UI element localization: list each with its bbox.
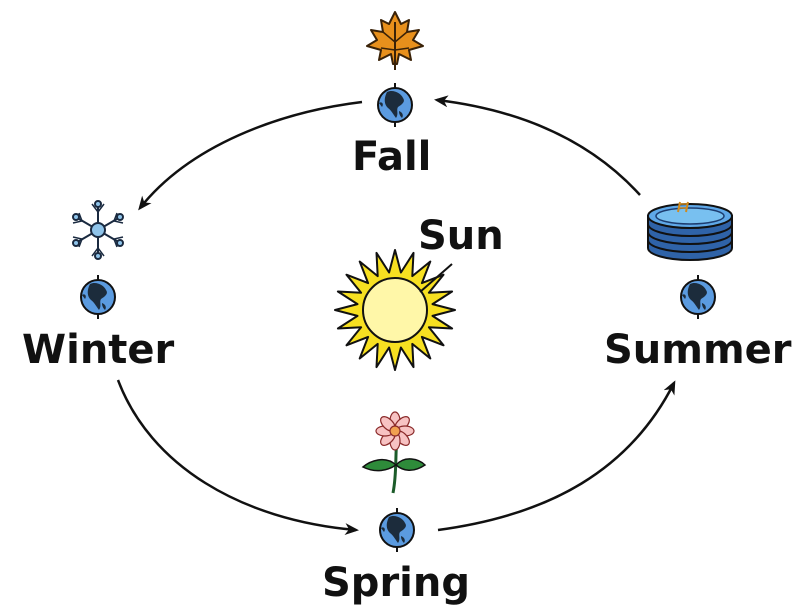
sun-icon — [335, 250, 455, 370]
arrow-summer-to-fall — [437, 100, 640, 195]
arrow-fall-to-winter — [140, 102, 362, 208]
snowflake-icon — [73, 201, 123, 259]
arrow-winter-to-spring — [118, 380, 356, 530]
earth-winter-icon — [81, 275, 115, 319]
earth-spring-icon — [380, 508, 414, 552]
label-sun: Sun — [418, 216, 504, 256]
flower-icon — [363, 412, 425, 493]
maple-leaf-icon — [367, 12, 423, 70]
label-winter: Winter — [22, 330, 174, 370]
label-summer: Summer — [604, 330, 792, 370]
earth-fall-icon — [378, 83, 412, 127]
swimming-pool-icon — [648, 202, 732, 260]
earth-summer-icon — [681, 275, 715, 319]
arrow-spring-to-summer — [438, 383, 674, 530]
label-fall: Fall — [352, 137, 431, 177]
label-spring: Spring — [322, 563, 470, 603]
